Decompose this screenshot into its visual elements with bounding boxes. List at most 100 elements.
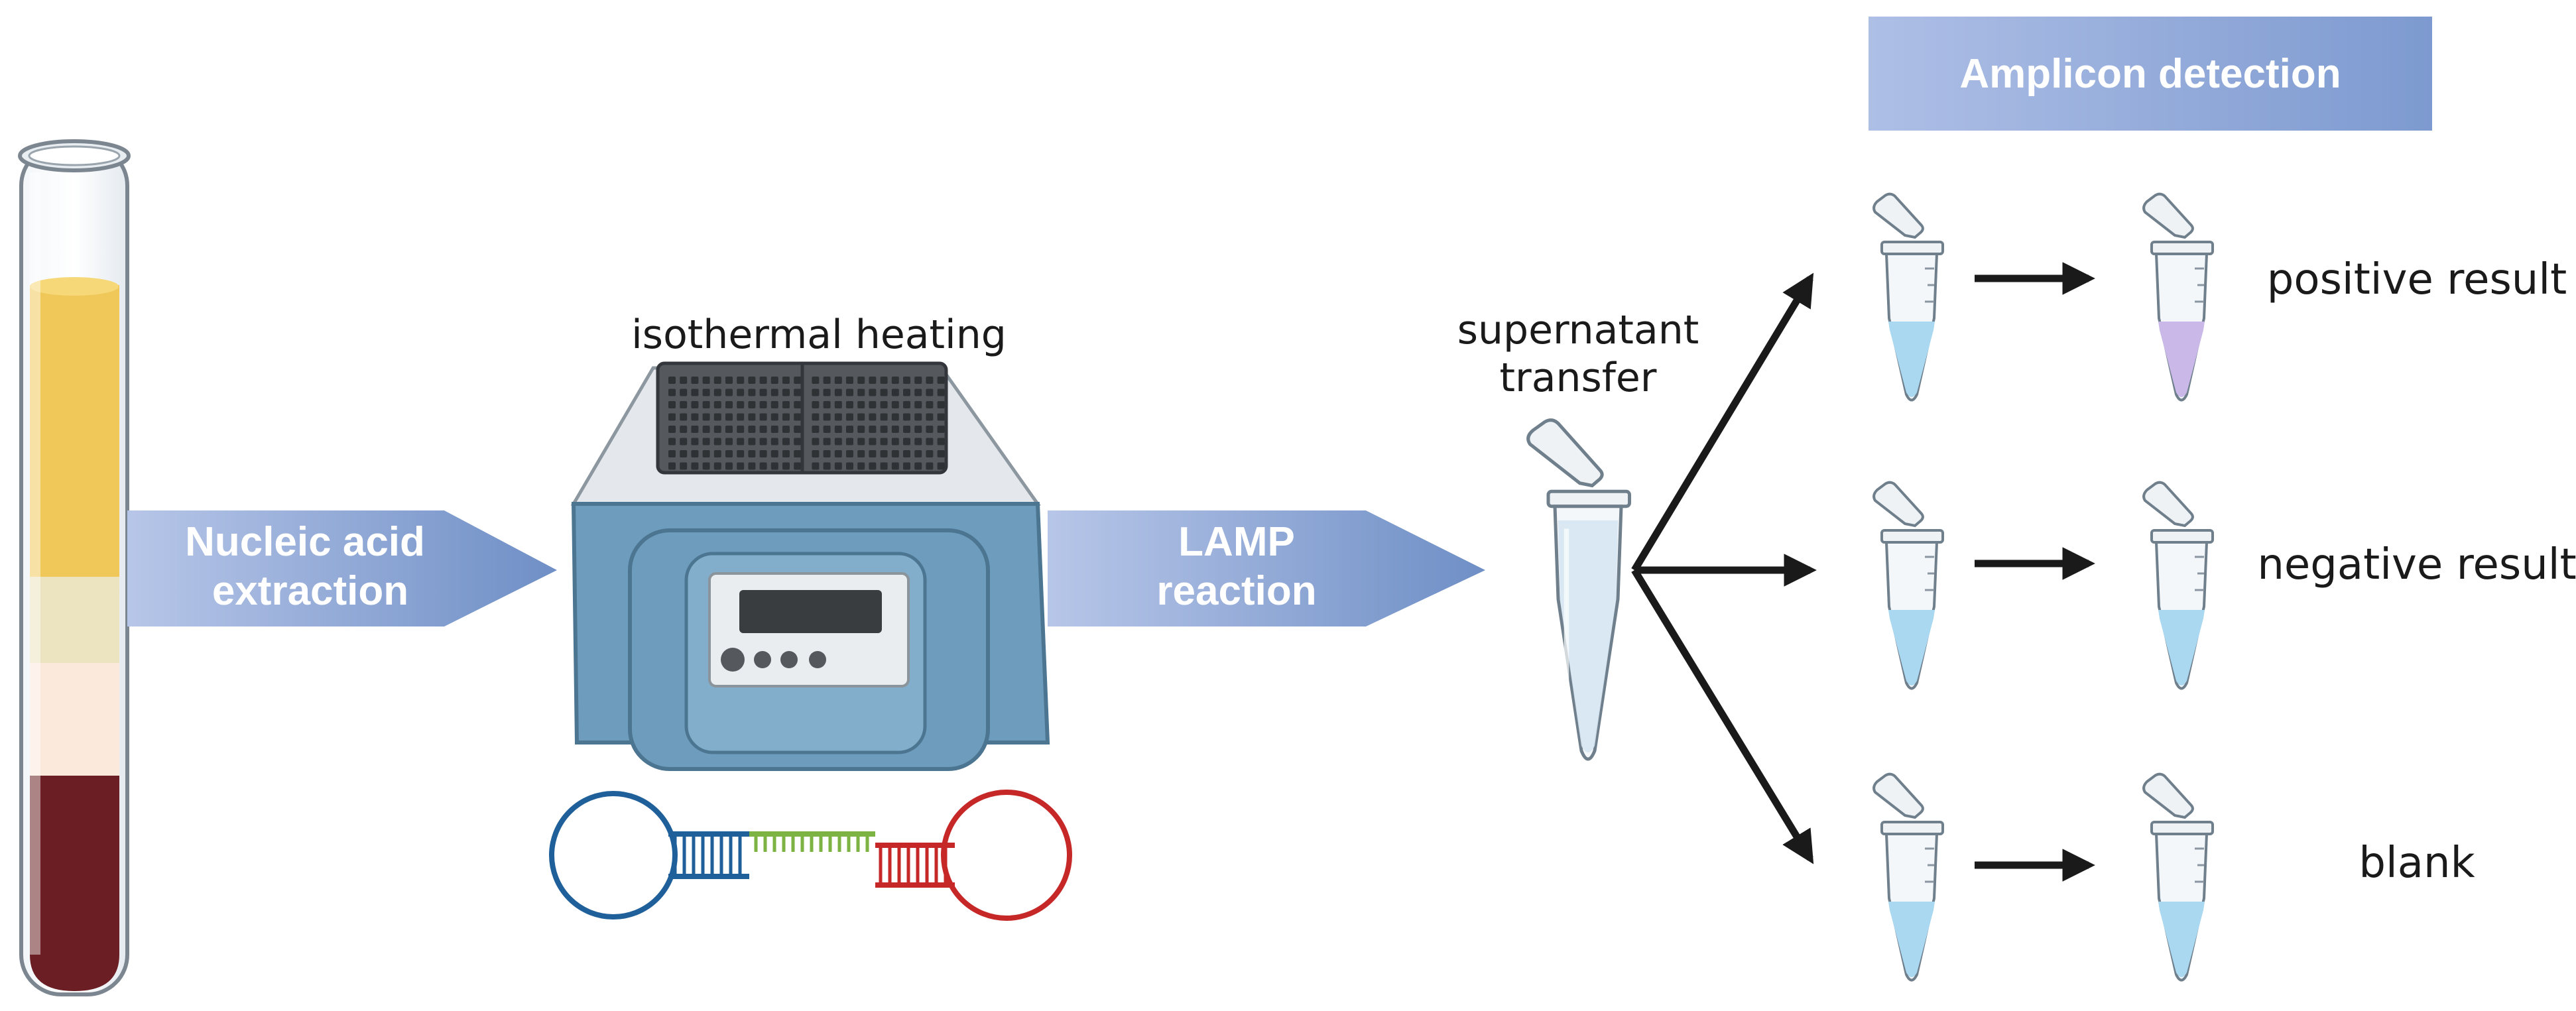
plate-well: [794, 450, 802, 457]
plate-well: [702, 377, 710, 384]
plate-well: [759, 413, 767, 421]
plate-well: [668, 413, 676, 421]
plate-well: [926, 401, 934, 408]
plate-well: [680, 401, 688, 408]
plate-well: [903, 413, 910, 421]
plate-well: [926, 388, 934, 396]
plate-well: [691, 413, 699, 421]
plate-well: [725, 462, 733, 470]
plate-well: [937, 462, 945, 470]
plate-well: [737, 450, 745, 457]
plate-well: [737, 388, 745, 396]
plate-well: [725, 401, 733, 408]
plate-well: [937, 377, 945, 384]
plate-well: [846, 462, 853, 470]
plate-well: [691, 388, 699, 396]
plate-well: [725, 450, 733, 457]
plate-well: [702, 401, 710, 408]
plate-well: [725, 413, 733, 421]
plate-well: [823, 377, 831, 384]
blank-result-label: blank: [2359, 839, 2475, 888]
plate-well: [770, 450, 778, 457]
lamp-label-line2: reaction: [1156, 568, 1316, 614]
plate-well: [846, 377, 853, 384]
plate-well: [834, 438, 842, 446]
detection-row-negative: negative result: [1872, 481, 2576, 690]
plate-well: [914, 388, 922, 396]
plate-well: [891, 401, 899, 408]
plate-well: [914, 377, 922, 384]
extraction-step-arrow: Nucleic acid extraction: [127, 510, 557, 626]
plate-well: [668, 450, 676, 457]
plate-well: [846, 401, 853, 408]
plate-well: [834, 413, 842, 421]
plate-well: [668, 377, 676, 384]
plate-well: [713, 401, 721, 408]
plate-well: [702, 450, 710, 457]
plate-well: [737, 377, 745, 384]
microcentrifuge-tube-icon: [1526, 418, 1631, 761]
plate-well: [782, 426, 790, 433]
plate-well: [823, 438, 831, 446]
plate-well: [857, 388, 865, 396]
plate-well: [759, 438, 767, 446]
microcentrifuge-tube-icon: [1872, 481, 1944, 690]
plate-well: [812, 401, 820, 408]
transfer-caption-line2: transfer: [1500, 355, 1657, 401]
plate-well: [794, 377, 802, 384]
plate-well: [713, 388, 721, 396]
lamp-dna-hairpin-icon: [549, 790, 1072, 921]
plate-well: [834, 450, 842, 457]
plate-well: [702, 388, 710, 396]
plate-well: [903, 426, 910, 433]
plate-well: [823, 462, 831, 470]
plate-well: [680, 377, 688, 384]
microcentrifuge-tube-icon: [1872, 192, 1944, 402]
plate-well: [737, 438, 745, 446]
plate-well: [891, 462, 899, 470]
plate-well: [713, 377, 721, 384]
plate-well: [812, 413, 820, 421]
plate-well: [748, 413, 756, 421]
plate-well: [748, 450, 756, 457]
plate-well: [794, 438, 802, 446]
plate-well: [794, 388, 802, 396]
plate-well: [668, 462, 676, 470]
plate-well: [846, 388, 853, 396]
plate-well: [759, 426, 767, 433]
plate-well: [713, 450, 721, 457]
plate-well: [857, 438, 865, 446]
plate-well: [737, 413, 745, 421]
plate-well: [812, 450, 820, 457]
plate-well: [759, 388, 767, 396]
plate-well: [737, 462, 745, 470]
plate-well: [668, 438, 676, 446]
plate-well: [823, 388, 831, 396]
detection-row-positive: positive result: [1872, 192, 2567, 402]
plate-well: [691, 438, 699, 446]
amplicon-detection-banner: Amplicon detection: [1869, 17, 2432, 131]
plate-well: [857, 413, 865, 421]
plate-well: [691, 401, 699, 408]
plate-well: [680, 462, 688, 470]
plate-well: [794, 462, 802, 470]
plate-well: [823, 450, 831, 457]
plate-well: [880, 438, 888, 446]
plate-well: [823, 426, 831, 433]
plate-well: [713, 426, 721, 433]
plate-well: [691, 450, 699, 457]
plate-well: [748, 377, 756, 384]
plate-well: [823, 413, 831, 421]
plate-well: [737, 401, 745, 408]
plate-well: [713, 413, 721, 421]
plate-well: [702, 426, 710, 433]
plate-well: [891, 426, 899, 433]
plate-well: [668, 426, 676, 433]
plate-well: [869, 401, 877, 408]
plate-well: [869, 450, 877, 457]
plate-well: [794, 401, 802, 408]
well-plate: [668, 377, 945, 470]
plate-well: [834, 401, 842, 408]
plate-well: [914, 413, 922, 421]
